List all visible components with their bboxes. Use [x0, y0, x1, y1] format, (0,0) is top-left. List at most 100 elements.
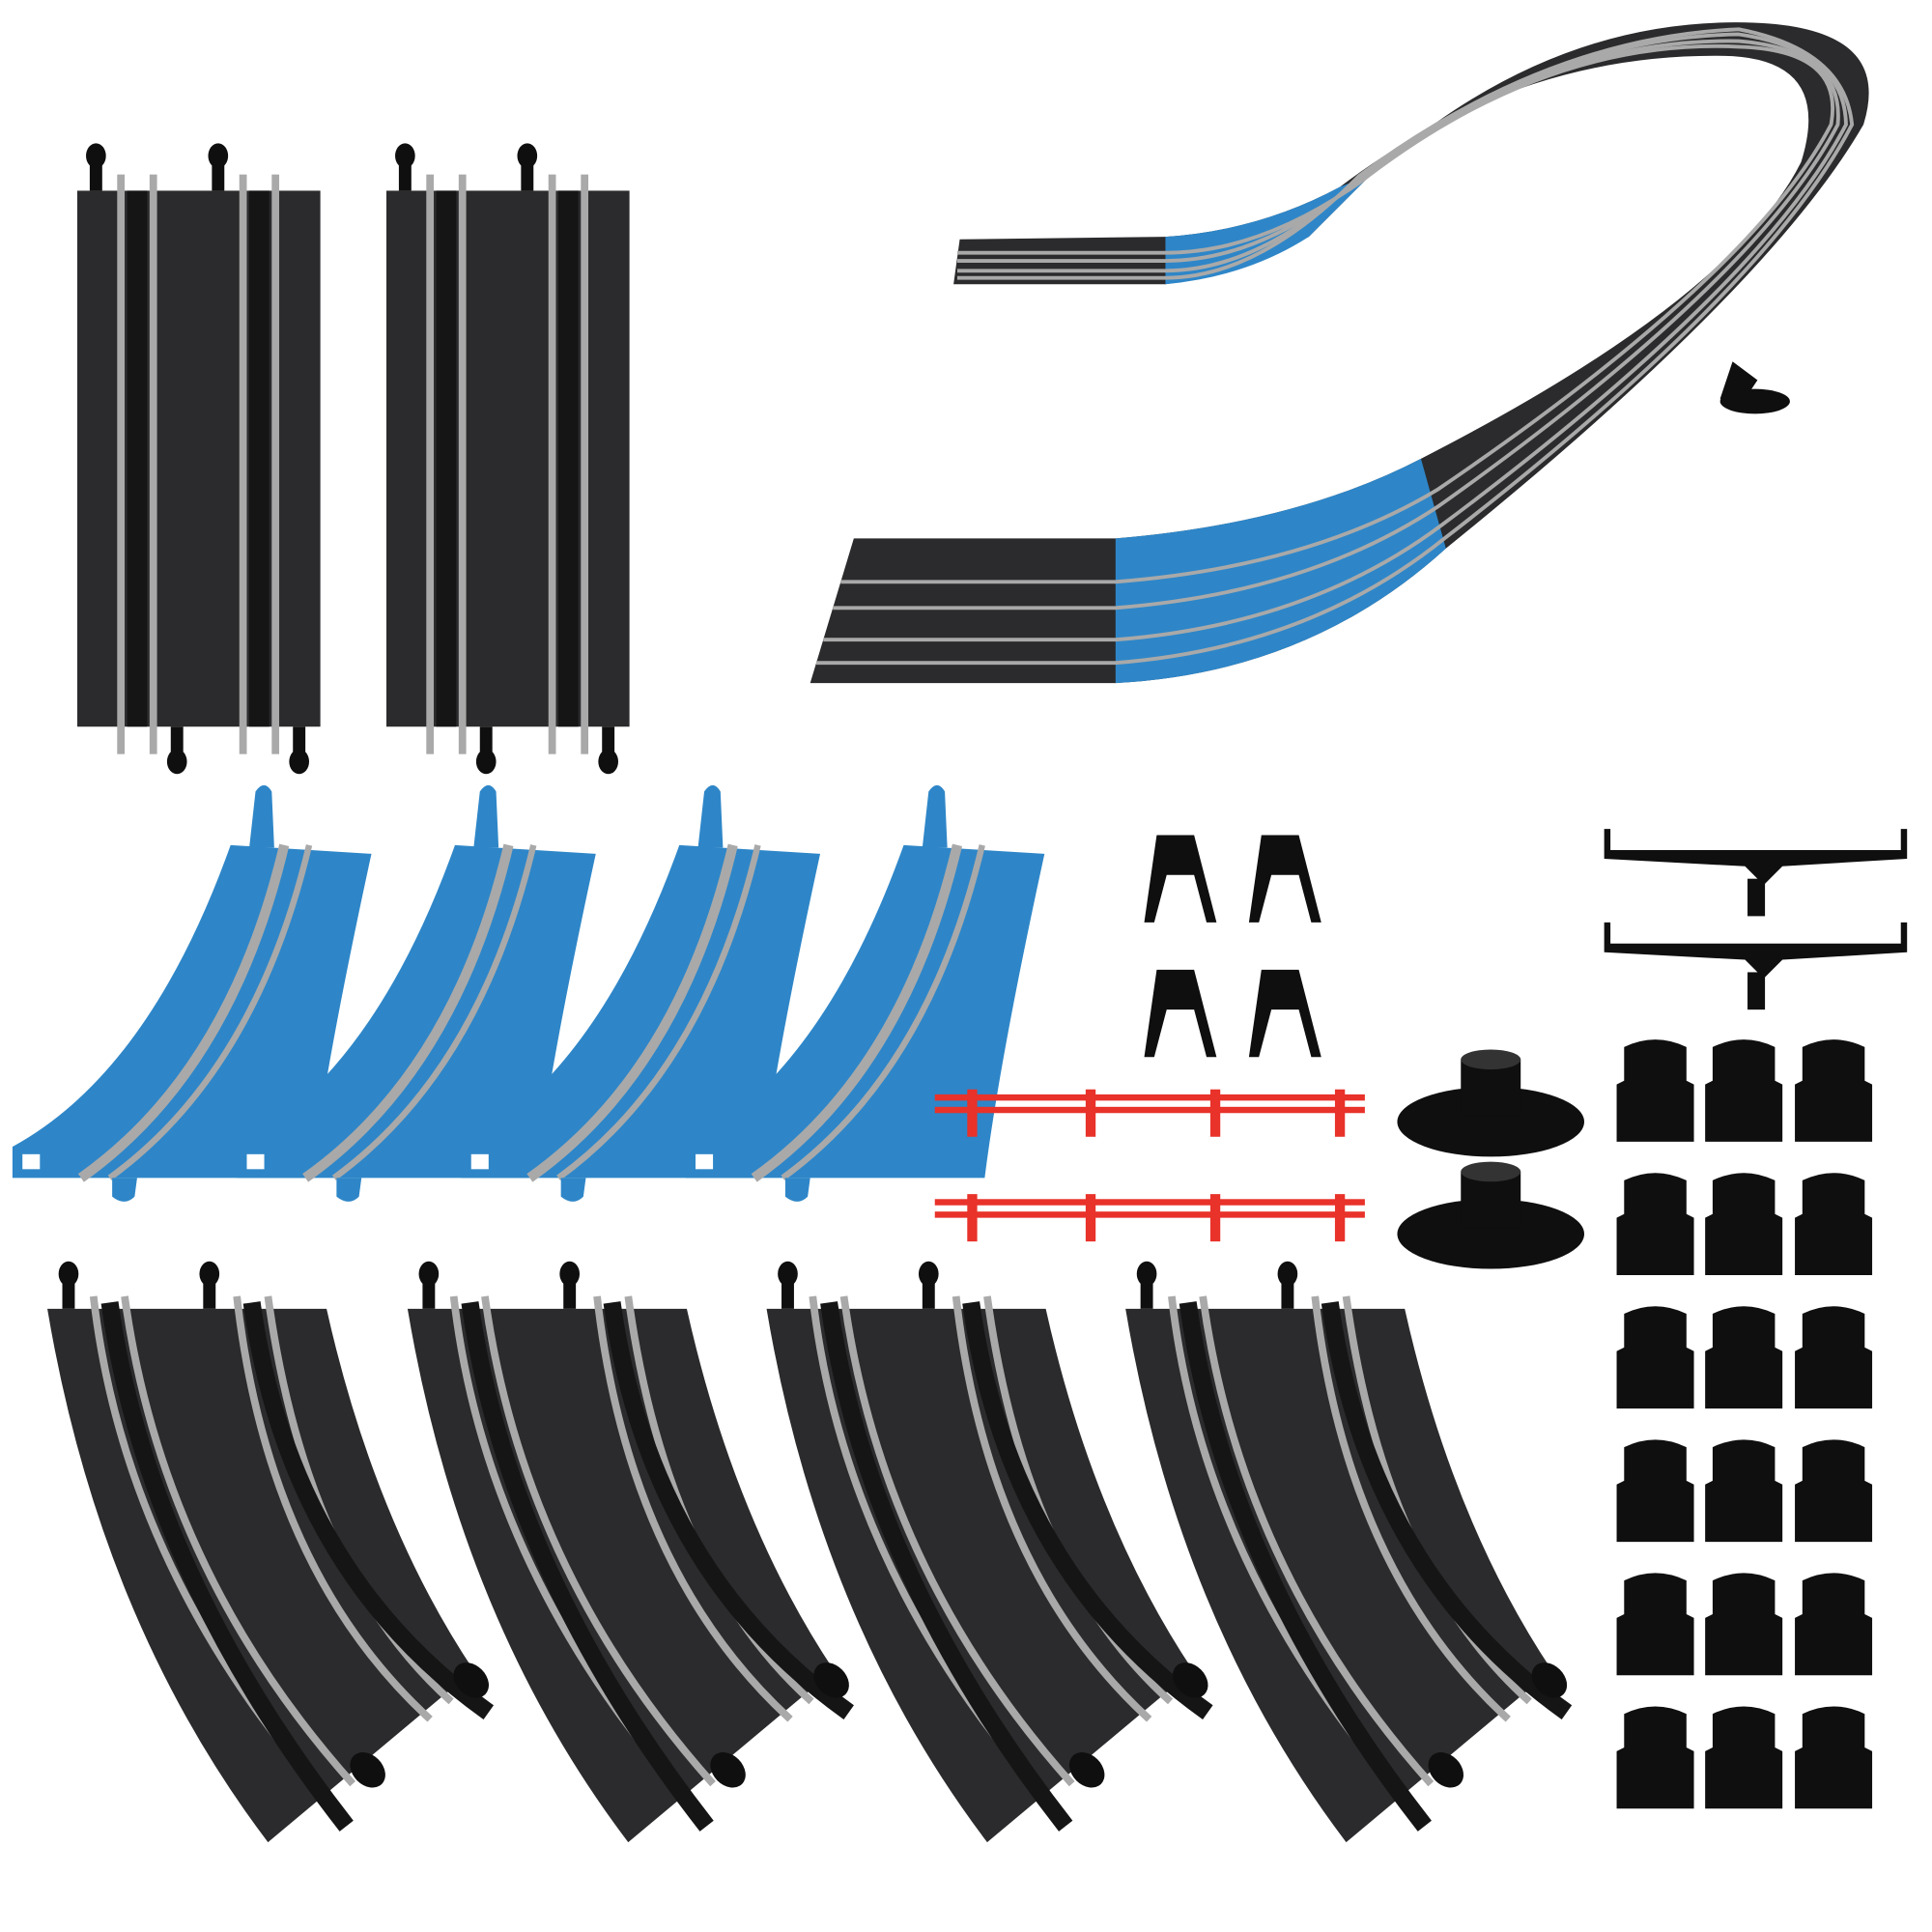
support-pillar — [1705, 1173, 1783, 1275]
rail — [548, 174, 556, 754]
connector-peg-head — [199, 1261, 220, 1287]
connector-peg — [336, 1178, 362, 1202]
connector-peg-head — [918, 1261, 939, 1287]
banked-rail — [833, 39, 1840, 611]
banked-rail — [816, 27, 1855, 666]
rail — [581, 174, 589, 754]
slot — [127, 190, 148, 727]
guardrail-post — [1209, 1089, 1221, 1137]
guardrail-post — [1209, 1194, 1221, 1242]
support-pillar — [1705, 1306, 1783, 1409]
guardrail-post — [1334, 1089, 1346, 1137]
blue-curve-track — [12, 784, 372, 1202]
connector-peg-head — [559, 1261, 580, 1287]
banked-curve-track — [810, 22, 1869, 684]
connector-peg-head — [1173, 1662, 1208, 1698]
slot — [1321, 1301, 1573, 1720]
track-body — [386, 190, 630, 727]
guardrail-post — [1334, 1194, 1346, 1242]
track-clip — [1144, 969, 1217, 1058]
guardrail — [934, 1089, 1365, 1137]
slot — [100, 1301, 354, 1832]
connector-peg-head — [208, 143, 229, 169]
t-support-bar — [1604, 829, 1908, 886]
blue-curve-track — [237, 784, 596, 1202]
slot — [461, 1301, 714, 1832]
slot — [820, 1301, 1073, 1832]
connector-peg — [473, 784, 499, 848]
connector-slot — [470, 1153, 489, 1170]
guardrail-post — [1085, 1089, 1096, 1137]
connector-peg-head — [86, 143, 106, 169]
support-pillar — [1616, 1306, 1694, 1409]
connector-peg-head — [475, 749, 497, 775]
base-socket-top — [1461, 1161, 1521, 1182]
connector-peg-head — [166, 749, 187, 775]
t-support — [1604, 829, 1908, 917]
rail — [426, 174, 435, 754]
slot — [1179, 1301, 1432, 1832]
slot — [249, 190, 270, 727]
rail — [117, 174, 126, 754]
rail — [271, 174, 280, 754]
rail — [149, 174, 157, 754]
connector-peg-head — [1277, 1261, 1298, 1287]
support-pillar — [1705, 1706, 1783, 1809]
rail — [526, 843, 738, 1182]
round-base — [1397, 1049, 1584, 1157]
rail — [302, 843, 514, 1182]
rail — [233, 1295, 433, 1722]
round-base — [1397, 1161, 1584, 1269]
connector-peg-head — [350, 1752, 385, 1788]
rail — [121, 1295, 356, 1787]
t-support-stem — [1747, 878, 1766, 917]
rail — [481, 1295, 716, 1787]
support-pillar — [1795, 1573, 1873, 1676]
guardrail-post — [967, 1089, 978, 1137]
connector-peg-head — [1428, 1752, 1464, 1788]
slot — [962, 1301, 1213, 1720]
slot — [558, 190, 579, 727]
connector-peg-head — [813, 1662, 849, 1698]
t-support — [1604, 922, 1908, 1010]
base-disc — [1397, 1199, 1584, 1269]
support-pillar — [1616, 1706, 1694, 1809]
connector-peg — [112, 1178, 137, 1202]
connector-slot — [22, 1153, 41, 1170]
support-pillar — [1795, 1306, 1873, 1409]
support-pillar — [1795, 1039, 1873, 1142]
support-pillars — [1616, 1039, 1873, 1809]
rail — [107, 844, 313, 1180]
guardrail-bar — [934, 1211, 1365, 1218]
connector-peg-head — [710, 1752, 746, 1788]
rail — [593, 1295, 793, 1722]
connector-peg-head — [58, 1261, 79, 1287]
t-supports — [1604, 829, 1908, 1010]
black-curve-track — [47, 1261, 495, 1843]
straight-track — [386, 143, 630, 775]
connector-peg-head — [453, 1662, 489, 1698]
guardrail-post — [1085, 1194, 1096, 1242]
connector-peg-head — [598, 749, 618, 775]
slot — [436, 190, 457, 727]
t-support-stem — [1747, 972, 1766, 1010]
guardrail-bar — [934, 1106, 1365, 1114]
support-pillar — [1705, 1039, 1783, 1142]
rail — [781, 844, 985, 1180]
support-pillar — [1616, 1573, 1694, 1676]
rail — [839, 1295, 1075, 1787]
connector-peg — [784, 1178, 810, 1202]
straight-track — [77, 143, 321, 775]
track-body — [77, 190, 321, 727]
rail — [331, 844, 537, 1180]
support-pillar — [1705, 1573, 1783, 1676]
rail — [556, 844, 761, 1180]
rail — [952, 1295, 1152, 1722]
guardrails — [934, 1089, 1365, 1242]
rail — [458, 174, 467, 754]
black-curve-track — [766, 1261, 1213, 1843]
support-pillar — [1616, 1173, 1694, 1275]
track-clip — [1248, 835, 1321, 923]
connector-peg-head — [1136, 1261, 1157, 1287]
support-bases — [1397, 1049, 1584, 1269]
